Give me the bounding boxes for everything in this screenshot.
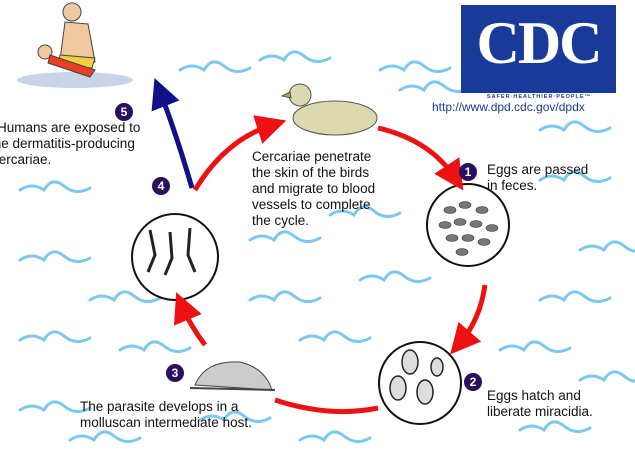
- text-line: the dermatitis-producing: [0, 136, 135, 151]
- text-line: cercariae.: [0, 152, 52, 167]
- snail-illustration: [189, 361, 276, 391]
- wave: [248, 230, 322, 243]
- arrow-cercariae-to-duck: [192, 115, 287, 192]
- wave: [68, 430, 142, 443]
- text-line: in feces.: [487, 178, 538, 193]
- step-badge-4: 4: [152, 177, 170, 195]
- wave: [538, 120, 612, 133]
- wave: [18, 180, 92, 193]
- wave: [578, 370, 635, 383]
- wave: [358, 270, 432, 283]
- wave: [298, 430, 372, 443]
- arrow-cercariae-to-humans: [151, 78, 195, 189]
- eggs-circle: [426, 183, 510, 267]
- humans-swimming-illustration: [17, 2, 133, 88]
- wave: [18, 330, 92, 343]
- text-line: Humans are exposed to: [0, 120, 141, 135]
- wave: [538, 170, 612, 183]
- step-badge-5: 5: [115, 103, 133, 121]
- arrow-miracidia-to-snail: [274, 397, 379, 415]
- wave: [118, 340, 192, 353]
- wave: [298, 330, 372, 343]
- wave: [178, 60, 252, 73]
- wave: [378, 60, 452, 73]
- duck-illustration: [280, 83, 378, 136]
- wave: [578, 240, 635, 253]
- wave: [258, 50, 332, 63]
- cycle-arrows: [151, 78, 488, 415]
- step-badge-1: 1: [459, 163, 477, 181]
- wave: [18, 250, 92, 263]
- dpdx-url[interactable]: http://www.dpd.cdc.gov/dpdx: [432, 100, 585, 114]
- wave: [518, 420, 592, 433]
- text-line: the cycle.: [252, 213, 310, 228]
- wave: [538, 290, 612, 303]
- arrow-snail-to-cercariae: [173, 292, 208, 347]
- step-badge-3: 3: [166, 364, 184, 382]
- cdc-logo: CDC: [461, 5, 616, 93]
- text-line: the skin of the birds: [252, 165, 370, 180]
- step-badge-2: 2: [464, 373, 482, 391]
- text-line: Eggs are passed: [487, 162, 589, 177]
- wave: [88, 290, 162, 303]
- text-line: The parasite develops in a: [80, 399, 239, 414]
- wave: [328, 205, 402, 218]
- wave: [498, 340, 572, 353]
- text-line: Cercariae penetrate: [252, 149, 372, 164]
- arrow-eggs-to-miracidia: [450, 284, 488, 355]
- text-line: Eggs hatch and: [487, 388, 581, 403]
- text-line: liberate miracidia.: [487, 404, 593, 419]
- water-waves: [18, 50, 635, 443]
- wave: [18, 400, 92, 413]
- wave: [248, 290, 322, 303]
- cdc-tagline: SAFER·HEALTHIER·PEOPLE™: [486, 94, 592, 100]
- arrow-duck-to-eggs: [377, 125, 464, 191]
- miracidia-circle: [378, 341, 462, 425]
- cercariae-circle: [131, 213, 219, 301]
- wave: [198, 410, 272, 423]
- text-line: vessels to complete: [252, 197, 371, 212]
- text-line: molluscan intermediate host.: [80, 415, 252, 430]
- text-line: and migrate to blood: [252, 181, 376, 196]
- cdc-logo-text: CDC: [476, 10, 603, 76]
- wave: [398, 80, 472, 93]
